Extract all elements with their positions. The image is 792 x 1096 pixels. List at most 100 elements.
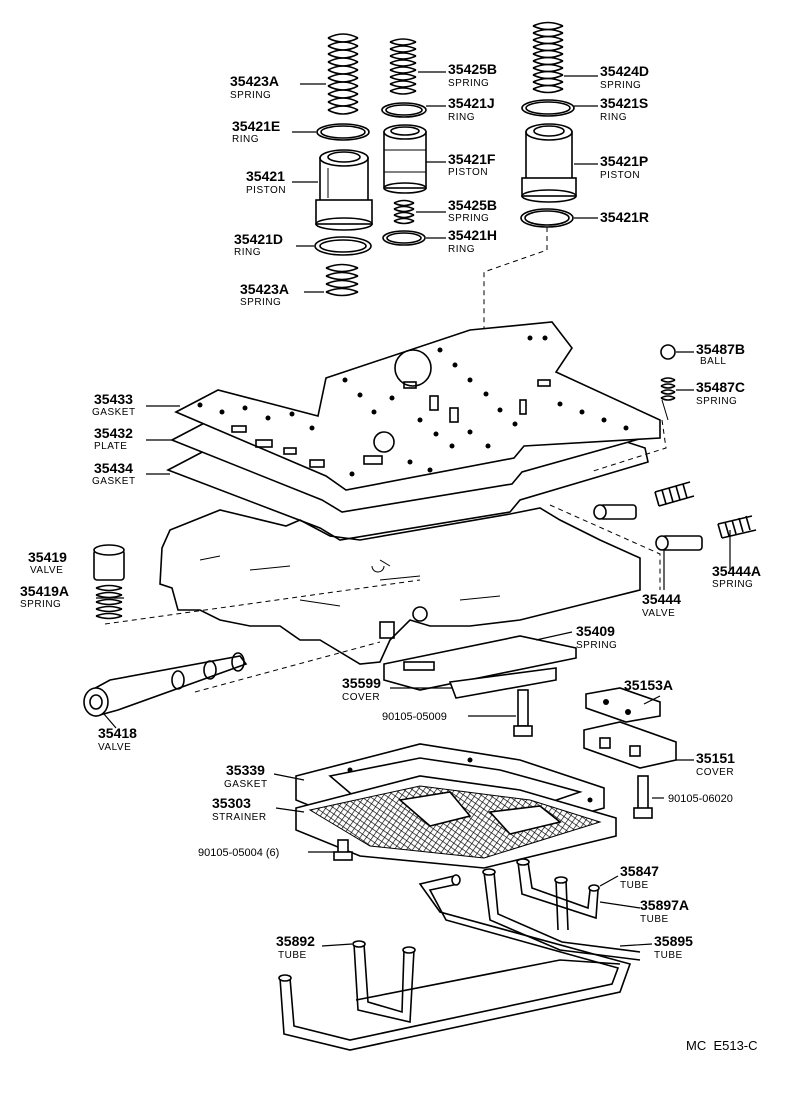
part-name: RING [234,247,261,258]
spring-35444a [717,515,757,539]
bolt-90105-05009 [513,689,533,737]
bolt-label-90105-05004: 90105-05004 (6) [198,847,279,859]
spring-35409 [383,635,577,691]
spring-35487c [660,377,676,401]
part-number: 35423A [240,281,289,297]
callout-35418: 35418 VALVE [98,725,137,753]
part-name: VALVE [642,608,675,619]
part-name: SPRING [448,78,489,89]
part-name: PISTON [448,167,488,178]
part-name: GASKET [92,476,136,487]
cover-35599 [448,667,557,699]
part-name: TUBE [640,914,669,925]
part-number: 35153A [624,677,673,693]
part-name: TUBE [278,950,307,961]
part-name: COVER [342,692,380,703]
part-number: 35897A [640,897,689,913]
part-name: TUBE [654,950,683,961]
spring-35423a-upper [327,33,359,115]
part-number: 35892 [276,933,315,949]
callout-35847: 35847 TUBE [620,863,659,891]
callout-35432: 35432 PLATE [94,425,133,452]
ring-35421e [316,123,370,141]
valve-small-upper [593,504,637,520]
callout-35425b-lower: 35425B SPRING [448,197,497,224]
callout-35409: 35409 SPRING [576,623,617,651]
valve-35419 [93,544,125,581]
part-number: 35599 [342,675,381,691]
callout-35339: 35339 GASKET [224,762,268,790]
part-name: SPRING [240,297,281,308]
part-number: 35339 [226,762,265,778]
callout-35419: 35419 VALVE [28,549,67,576]
part-name: GASKET [224,779,268,790]
callout-35892: 35892 TUBE [276,933,315,961]
part-name: PISTON [600,170,640,181]
callout-35424d: 35424D SPRING [600,63,649,91]
spring-35425b-upper [389,38,417,95]
part-name: GASKET [92,407,136,418]
callout-35423a-upper: 35423A SPRING [230,73,279,101]
part-number: 35423A [230,73,279,89]
callout-35599: 35599 COVER [342,675,381,703]
ring-35421r [520,208,574,228]
callout-35153a: 35153A [624,677,673,693]
part-name: VALVE [30,565,63,576]
tube-35892 [352,940,416,1023]
part-number: 35425B [448,197,497,213]
ring-35421h [382,230,426,246]
part-name: RING [448,112,475,123]
callout-35421h: 35421H RING [448,227,497,255]
part-number: 35421P [600,153,648,169]
part-number: 35421J [448,95,495,111]
part-number: 35487C [696,379,745,395]
part-number: 35421R [600,209,649,225]
callout-35433: 35433 GASKET [92,391,136,418]
part-name: SPRING [230,90,271,101]
ring-35421d [314,236,372,256]
part-number: 35421 [246,168,285,184]
valve-35444 [655,535,703,551]
callout-35444: 35444 VALVE [642,591,681,619]
part-number: 35421F [448,151,496,167]
callout-35434: 35434 GASKET [92,460,136,487]
part-number: 35425B [448,61,497,77]
part-number: 35421D [234,231,283,247]
part-number: 35418 [98,725,137,741]
part-number: 35421H [448,227,497,243]
callout-35421f: 35421F PISTON [448,151,496,178]
callout-35421r: 35421R [600,209,649,225]
callout-35151: 35151 COVER [696,750,735,778]
ring-35421s [521,99,575,117]
callout-35419a: 35419A SPRING [20,583,69,610]
spring-35423a-lower [325,263,359,297]
part-name: PISTON [246,185,286,196]
part-number: 35847 [620,863,659,879]
part-name: BALL [700,356,726,367]
spring-35419a [95,584,123,620]
spring-small-upper [654,481,695,507]
part-number: 35419A [20,583,69,599]
callout-35423a-lower: 35423A SPRING [240,281,289,308]
part-name: SPRING [448,213,489,224]
part-name: SPRING [576,640,617,651]
ball-35487b [660,344,676,360]
piston-35421f [383,124,427,194]
gasket-35433 [174,321,661,491]
part-number: 35434 [94,460,133,476]
spring-35424d [532,21,564,94]
tube-35897a [516,858,600,920]
callout-35425b-upper: 35425B SPRING [448,61,497,89]
part-name: RING [232,134,259,145]
part-name: VALVE [98,742,131,753]
part-number: 35444A [712,563,761,579]
leader-lines [96,71,731,947]
callout-35897a: 35897A TUBE [640,897,689,925]
callout-35303: 35303 STRAINER [212,795,266,823]
valve-35418 [83,652,248,717]
tube-upper-pair [355,876,621,1001]
spring-35425b-lower [393,199,415,225]
callout-35421s: 35421S RING [600,95,648,123]
callout-35421: 35421 PISTON [246,168,286,196]
